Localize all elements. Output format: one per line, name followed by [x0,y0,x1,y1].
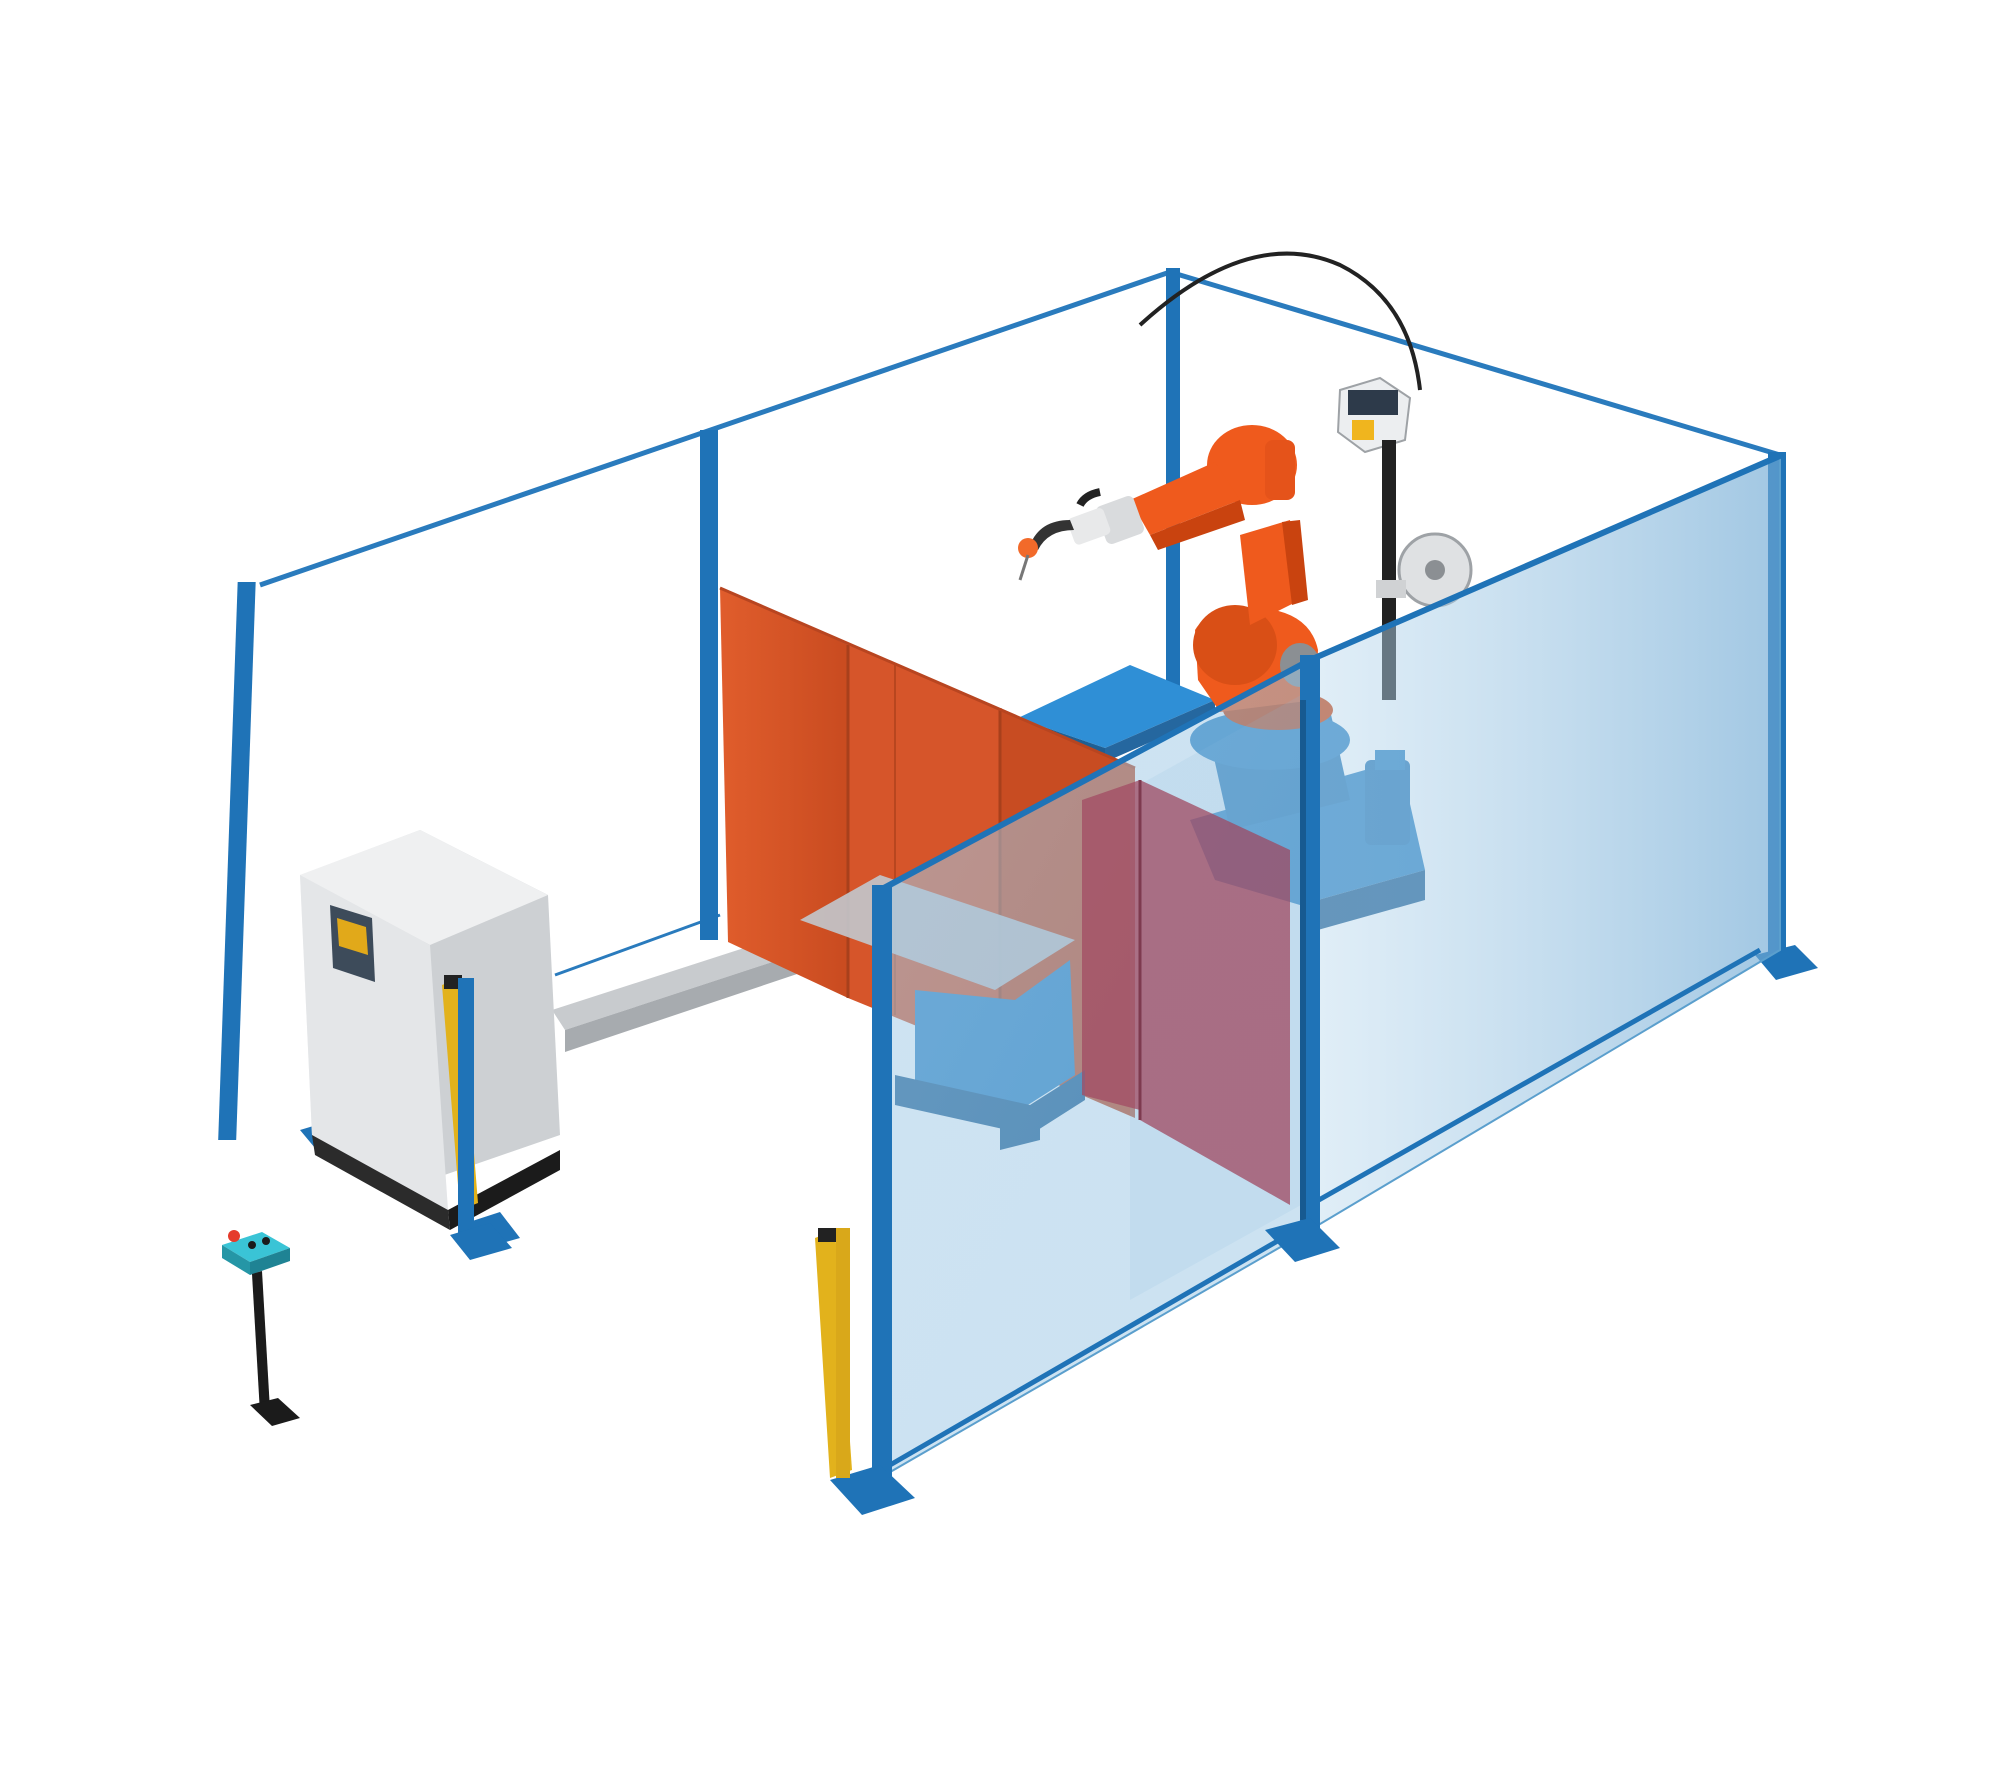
feeder-box-top [1348,390,1398,415]
pendant-foot [250,1398,300,1426]
wire-spool-hub [1425,560,1445,580]
tinted-curtain-right [1140,780,1290,1205]
pendant-button-2 [262,1237,270,1245]
curtain-through-glass [1082,780,1290,1205]
glass-right-wall [1309,453,1781,1232]
robot-elbow-motor [1265,440,1295,500]
robot-upper-arm [1130,462,1240,535]
robot-shoulder-joint [1193,605,1277,685]
floor-rail [552,930,815,1052]
cabinet-plinth-side [448,1150,560,1230]
light-curtain-left-cap [444,975,462,989]
light-curtain-front [815,1228,852,1478]
light-curtain-front-cap [818,1228,836,1242]
light-curtain-front-post [836,1228,850,1478]
foot-front-corner [1265,1218,1340,1262]
right-top-rail [1308,452,1784,663]
pendant-box-side [250,1248,290,1275]
cabinet-plinth [312,1135,450,1230]
back-top-rail-right [1169,269,1781,458]
feeder-bracket [1376,580,1406,598]
floor-rail-side [565,948,815,1052]
welding-robot [1018,425,1333,730]
torch-wire-tip [1018,554,1030,581]
pendant-pole [252,1271,270,1413]
work-table-top [1018,665,1215,748]
hmi-screen [337,918,368,955]
floor-rail-top [552,930,815,1030]
curtain-panel-left [720,588,848,998]
feeder-label [1352,420,1374,440]
front-bottom-rail [888,1225,1302,1468]
glass-enclosure [884,453,1781,1477]
torch-mount [1067,508,1111,545]
back-bottom-rail [554,913,721,977]
front-fence [460,452,1784,1515]
front-top-rail [878,657,1312,893]
back-post-left [218,582,256,1140]
front-post-inner [1300,700,1306,1220]
control-cabinet [300,830,560,1230]
emergency-stop-button [228,1230,240,1242]
foot-light-left [450,1223,512,1260]
front-post-left [872,885,892,1485]
robot-lower-arm-shade [1282,520,1308,605]
robot-upper-arm-shade [1150,500,1245,550]
torch-nozzle [1018,538,1038,558]
torch-cable [1076,488,1101,508]
pendant-box-top [222,1232,290,1262]
work-table-side [1105,700,1215,762]
light-curtain-left [442,975,512,1260]
light-curtain-left-post [458,978,474,1238]
cabinet-top [300,830,548,945]
back-top-rail-left [259,269,1171,588]
tinted-curtain-left [1082,780,1140,1110]
back-post-middle [700,430,718,940]
welding-torch-neck [1030,520,1074,550]
pendant-button-1 [248,1241,256,1249]
overhead-cable [1138,251,1422,391]
pendant-box-front [222,1245,250,1275]
foot-front-left [830,1465,915,1515]
right-bottom-rail [1308,947,1762,1208]
curtain-top-edge [719,586,1136,770]
operator-pendant-stand [222,1230,300,1426]
